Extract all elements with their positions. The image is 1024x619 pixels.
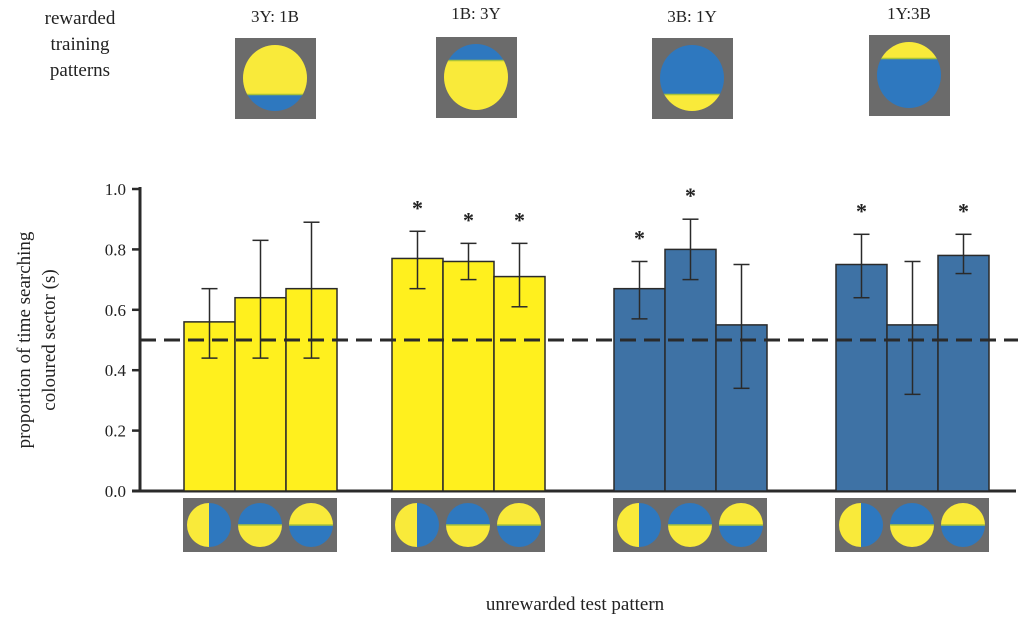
pattern-disc bbox=[243, 45, 307, 111]
x-axis-label: unrewarded test pattern bbox=[486, 594, 665, 615]
y-tick-label: 1.0 bbox=[105, 180, 126, 199]
training-patterns: 3Y: 1B 1B: 3Y 3B: 1Y 1Y:3B bbox=[235, 4, 950, 119]
disc-top-sector bbox=[289, 503, 333, 525]
y-axis-label-line: coloured sector (s) bbox=[39, 269, 60, 410]
significance-marker: * bbox=[685, 183, 696, 208]
disc-left-half bbox=[617, 503, 639, 547]
disc-right-half bbox=[209, 503, 231, 547]
disc-bottom-sector bbox=[890, 525, 934, 547]
y-tick-label: 0.4 bbox=[105, 361, 127, 380]
y-tick-label: 0.2 bbox=[105, 422, 126, 441]
test-patterns bbox=[183, 498, 989, 552]
disc-top-sector bbox=[719, 503, 763, 525]
y-tick-label: 0.0 bbox=[105, 482, 126, 501]
disc-top-sector bbox=[890, 503, 934, 525]
bar bbox=[391, 257, 444, 492]
pattern-disc bbox=[617, 503, 661, 547]
bar bbox=[937, 254, 990, 492]
disc-bottom-sector bbox=[719, 525, 763, 547]
training-heading-line: patterns bbox=[50, 60, 110, 81]
pattern-disc bbox=[395, 503, 439, 547]
disc-top-sector bbox=[668, 503, 712, 525]
training-heading: rewarded training patterns bbox=[45, 8, 116, 81]
disc-left-half bbox=[187, 503, 209, 547]
training-pattern-label: 1B: 3Y bbox=[451, 4, 501, 23]
pattern-disc bbox=[890, 503, 934, 547]
disc-left-half bbox=[839, 503, 861, 547]
disc-right-half bbox=[417, 503, 439, 547]
pattern-disc bbox=[660, 45, 724, 111]
significance-marker: * bbox=[634, 225, 645, 250]
pattern-disc bbox=[238, 503, 282, 547]
bar-group bbox=[613, 248, 768, 492]
bar-group bbox=[391, 257, 546, 492]
training-heading-line: rewarded bbox=[45, 8, 116, 29]
training-pattern-label: 3B: 1Y bbox=[667, 7, 717, 26]
y-axis-label-line: proportion of time searching bbox=[14, 231, 35, 448]
pattern-disc bbox=[941, 503, 985, 547]
pattern-disc bbox=[444, 44, 508, 110]
disc-right-half bbox=[861, 503, 883, 547]
bar bbox=[835, 263, 888, 492]
significance-marker: * bbox=[412, 195, 423, 220]
pattern-disc bbox=[497, 503, 541, 547]
bar bbox=[664, 248, 717, 492]
significance-marker: * bbox=[958, 198, 969, 223]
disc-bottom-sector bbox=[668, 525, 712, 547]
pattern-disc bbox=[839, 503, 883, 547]
pattern-disc bbox=[668, 503, 712, 547]
significance-marker: * bbox=[514, 207, 525, 232]
training-pattern-label: 3Y: 1B bbox=[251, 7, 299, 26]
disc-bottom-sector bbox=[941, 525, 985, 547]
bar bbox=[493, 275, 546, 492]
disc-top-sector bbox=[446, 503, 490, 525]
disc-right-half bbox=[639, 503, 661, 547]
training-heading-line: training bbox=[50, 34, 110, 55]
pattern-disc bbox=[446, 503, 490, 547]
y-tick-label: 0.8 bbox=[105, 240, 126, 259]
disc-bottom-sector bbox=[497, 525, 541, 547]
disc-top-sector bbox=[497, 503, 541, 525]
pattern-disc bbox=[187, 503, 231, 547]
y-tick-label: 0.6 bbox=[105, 301, 126, 320]
pattern-disc bbox=[877, 42, 941, 108]
bar-group bbox=[183, 287, 338, 492]
disc-bottom-sector bbox=[446, 525, 490, 547]
pattern-disc bbox=[289, 503, 333, 547]
disc-top-sector bbox=[941, 503, 985, 525]
bar bbox=[442, 260, 495, 492]
disc-bottom-sector bbox=[289, 525, 333, 547]
y-axis: 0.0 0.2 0.4 0.6 0.8 1.0 proportion of time sea… bbox=[14, 180, 1016, 501]
significance-marker: * bbox=[856, 198, 867, 223]
significance-marker: * bbox=[463, 207, 474, 232]
pattern-disc bbox=[719, 503, 763, 547]
training-pattern-label: 1Y:3B bbox=[887, 4, 931, 23]
bars: * * * * * * * bbox=[140, 183, 1018, 492]
disc-top-sector bbox=[238, 503, 282, 525]
disc-bottom-sector bbox=[238, 525, 282, 547]
disc-left-half bbox=[395, 503, 417, 547]
